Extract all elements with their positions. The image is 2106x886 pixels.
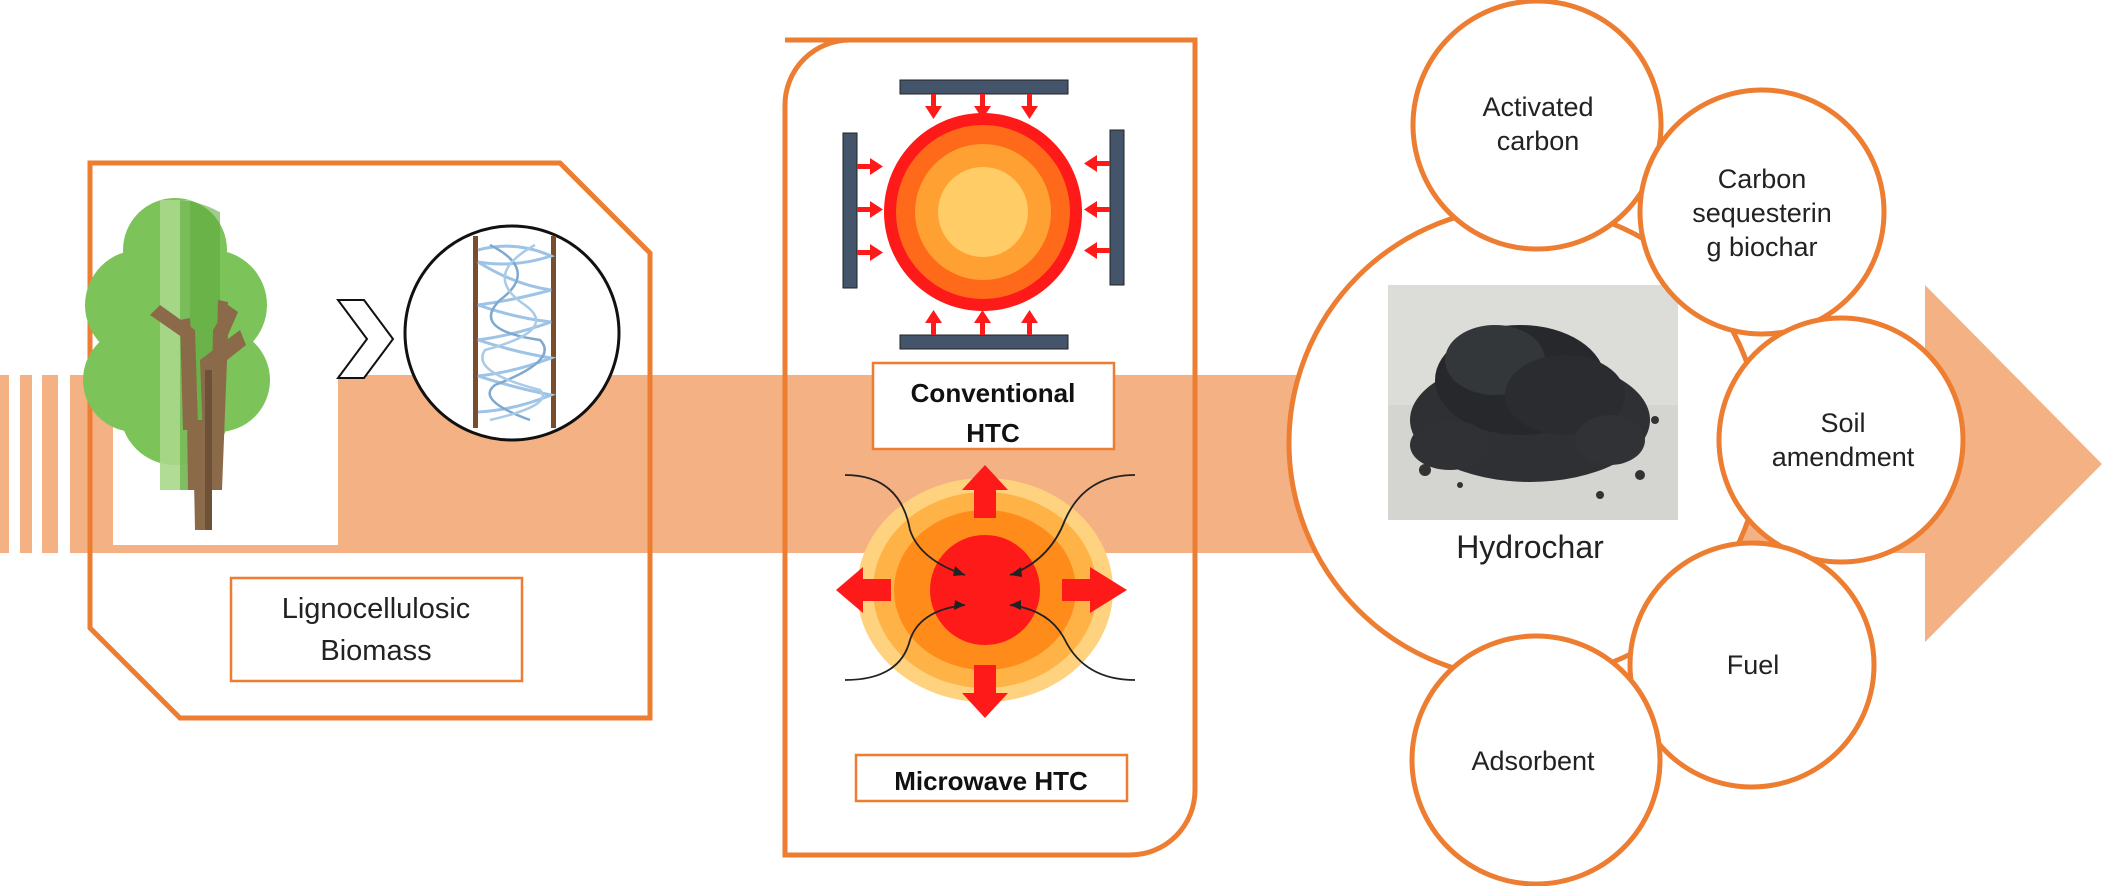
application-biochar-line1: Carbon: [1718, 164, 1807, 194]
conventional-htc-label-line2: HTC: [966, 418, 1020, 448]
application-soil-amendment-line2: amendment: [1772, 442, 1915, 472]
conventional-htc-label-line1: Conventional: [911, 378, 1076, 408]
application-soil-amendment-line1: Soil: [1820, 408, 1865, 438]
application-activated-carbon-line1: Activated: [1482, 92, 1593, 122]
hydrochar-label: Hydrochar: [1456, 529, 1604, 565]
conventional-htc-label-box: [871, 361, 1116, 451]
biomass-label-box: [229, 576, 524, 683]
hydrochar-photo: [1388, 285, 1678, 520]
tree-icon: [83, 185, 338, 545]
biomass-label-line2: Biomass: [320, 635, 431, 667]
biomass-panel: Lignocellulosic Biomass: [83, 160, 653, 721]
conventional-heating-icon: [842, 79, 1125, 350]
application-circle-activated-carbon: [1410, 0, 1664, 252]
application-circle-adsorbent: [1409, 633, 1663, 886]
application-circle-fuel: [1627, 540, 1877, 790]
hydrochar-hub: Hydrochar: [1286, 204, 1764, 682]
microwave-htc-label-box: [854, 753, 1129, 803]
application-circle-soil-amendment: [1716, 315, 1966, 565]
biomass-label-line1: Lignocellulosic: [282, 593, 471, 625]
microwave-heating-icon: [836, 465, 1136, 718]
fiber-icon: [403, 224, 621, 442]
application-fuel: Fuel: [1727, 650, 1780, 680]
chevron-right-icon: [336, 299, 395, 379]
application-circle-carbon-sequestering-biochar: [1637, 87, 1887, 337]
application-adsorbent: Adsorbent: [1471, 746, 1595, 776]
application-circles: Activated carbon Carbon sequesterin g bi…: [1409, 0, 1966, 886]
microwave-htc-label: Microwave HTC: [894, 766, 1088, 796]
application-activated-carbon-line2: carbon: [1497, 126, 1580, 156]
application-biochar-line3: g biochar: [1706, 232, 1817, 262]
application-biochar-line2: sequesterin: [1692, 198, 1832, 228]
htc-panel: Conventional HTC: [782, 37, 1198, 858]
